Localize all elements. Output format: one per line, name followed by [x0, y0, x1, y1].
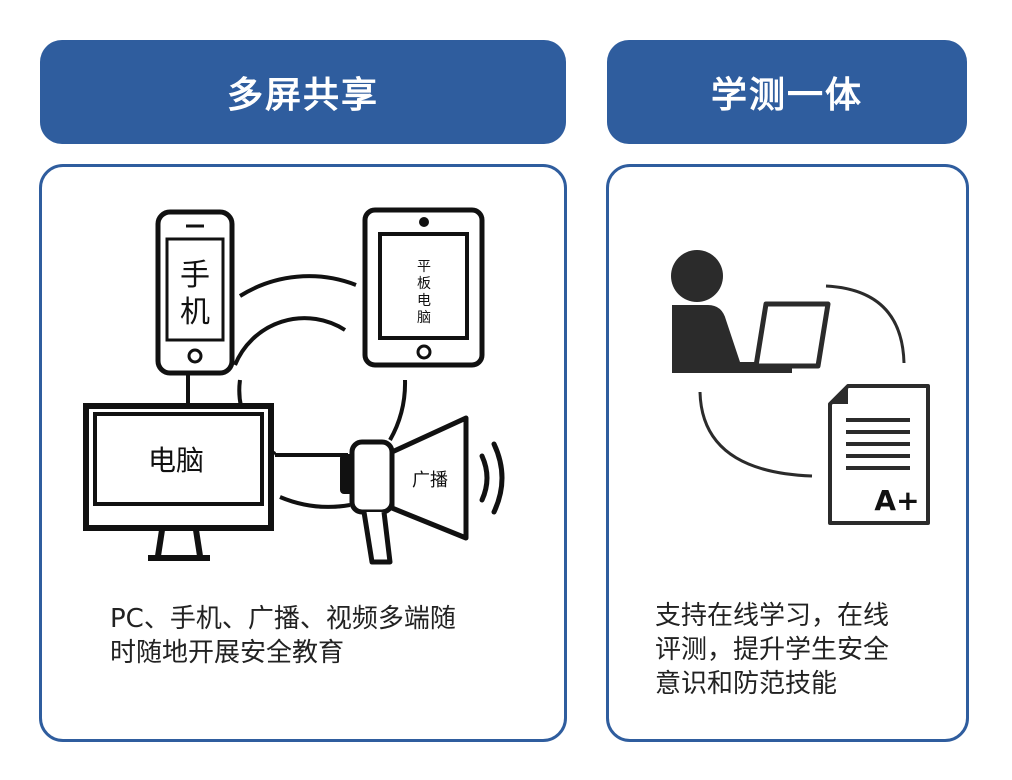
arc-paper-student — [698, 391, 813, 478]
tablet-label-4: 脑 — [417, 310, 431, 326]
header-multi-screen: 多屏共享 — [40, 40, 566, 144]
caption-learn-test: 支持在线学习，在线 评测，提升学生安全 意识和防范技能 — [655, 601, 890, 699]
megaphone-icon: 广播 — [340, 415, 505, 565]
megaphone-label: 广播 — [412, 470, 448, 491]
caption-multi-screen: PC、手机、广播、视频多端随 时随地开展安全教育 — [110, 604, 456, 668]
phone-label-2: 机 — [180, 295, 210, 330]
header-right-title: 学测一体 — [710, 75, 863, 116]
tablet-label-3: 电 — [417, 293, 431, 309]
phone-icon: 手 机 — [155, 209, 235, 376]
student-icon — [671, 250, 792, 373]
header-learn-test: 学测一体 — [607, 40, 967, 144]
grade-label: A+ — [874, 484, 919, 517]
monitor-label: 电脑 — [148, 444, 204, 477]
header-left-title: 多屏共享 — [226, 75, 379, 116]
phone-label-1: 手 — [180, 258, 210, 293]
tablet-icon: 平 板 电 脑 — [362, 207, 485, 368]
connector-arcs — [698, 284, 906, 478]
tablet-label-1: 平 — [417, 259, 431, 275]
laptop-icon — [753, 301, 831, 369]
arc-right — [388, 379, 408, 441]
monitor-icon: 电脑 — [83, 403, 274, 561]
arc-student-paper — [825, 284, 906, 364]
arc-bottom — [279, 495, 351, 509]
test-paper-icon: A+ — [828, 384, 930, 525]
arc-top — [238, 274, 357, 298]
tablet-label-2: 板 — [417, 276, 431, 292]
arc-inner-top — [233, 316, 347, 366]
